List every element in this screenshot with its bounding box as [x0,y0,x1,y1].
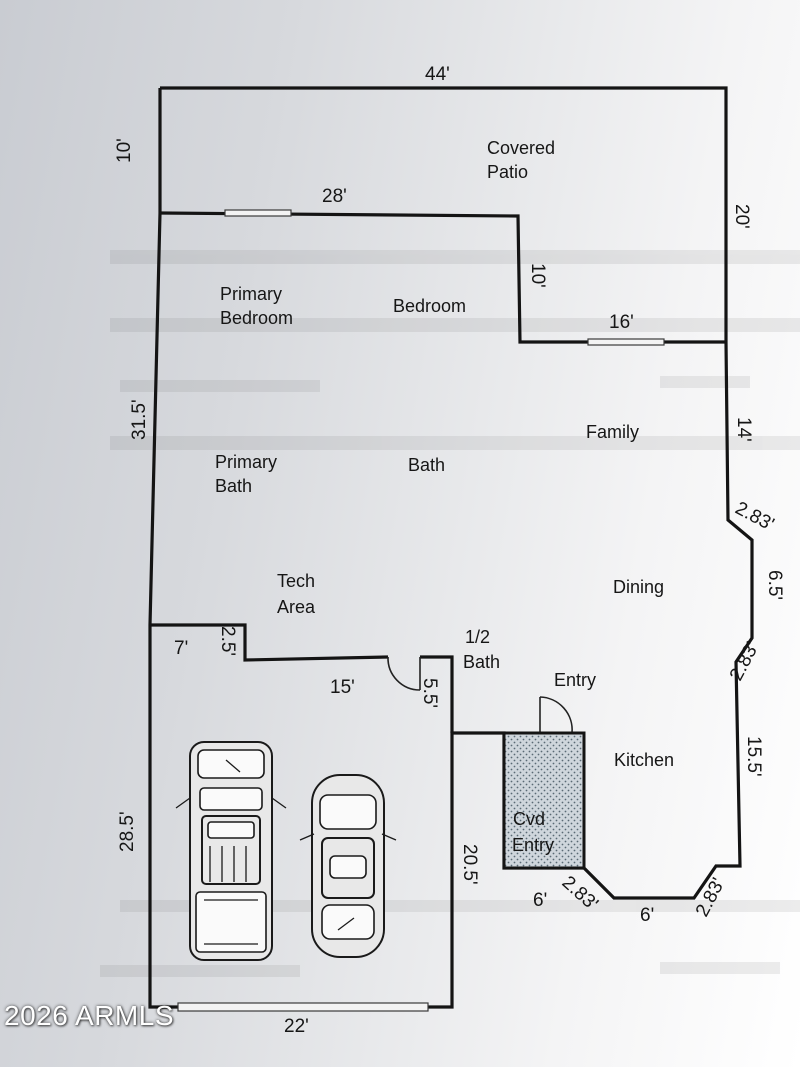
tech-area-label-2: Area [277,597,316,617]
room-labels: Covered Patio Primary Bedroom Bedroom Fa… [215,138,674,855]
dim-family-right-height: 14' [733,417,754,442]
dim-kitchen-bottom-width: 6' [640,905,654,926]
primary-bedroom-label: Primary [220,284,282,304]
dim-bedroom-step-width: 16' [609,312,634,333]
dim-garage-left-height: 28.5' [117,811,138,852]
primary-bedroom-label-2: Bedroom [220,308,293,328]
cvd-entry-label-2: Entry [512,835,554,855]
dim-patio-right-height: 20' [731,204,752,229]
dim-garage-notch-height: 5.5' [419,678,440,708]
dim-kitchen-right-height: 15.5' [743,736,764,777]
garage-door [177,1002,429,1012]
dim-garage-bottom-width: 22' [284,1016,309,1037]
copyright-watermark: 2026 ARMLS [4,1000,174,1031]
bath-label: Bath [408,455,445,475]
dim-garage-inner-width: 15' [330,677,355,698]
dim-entry-bottom-width: 6' [533,890,547,911]
kitchen-label: Kitchen [614,750,674,770]
half-bath-label: 1/2 [465,627,490,647]
patio-slider-right [587,338,665,346]
bedroom-label: Bedroom [393,296,466,316]
tech-area-label: Tech [277,571,315,591]
dim-bay-lower-diag: 2.83' [726,639,764,685]
sedan-car-icon [299,774,397,958]
cvd-entry-label: Cvd [513,809,545,829]
family-label: Family [586,422,639,442]
dim-patio-left-height: 10' [114,138,135,163]
covered-patio-label: Covered [487,138,555,158]
primary-bath-label: Primary [215,452,277,472]
dim-top-width: 44' [425,64,450,85]
garage-door-side-wall [420,655,454,733]
dim-garage-right-height: 20.5' [459,844,480,885]
covered-patio-label-2: Patio [487,162,528,182]
entry-label: Entry [554,670,596,690]
dim-tech-notch-width: 7' [174,638,188,659]
pickup-truck-icon [175,741,287,961]
dim-left-height-main: 31.5' [129,399,150,440]
garage-entry-door [387,656,421,691]
front-entry-door [539,696,573,734]
dim-kitchen-corner-diag: 2.83' [692,875,730,921]
dim-patio-inner-width: 28' [322,186,347,207]
dim-tech-notch-height: 2.5' [217,626,238,656]
covered-entry-area [502,731,586,870]
dim-bay-straight: 6.5' [764,570,785,600]
patio-slider-left [224,209,292,217]
garage-notch-wall [150,623,389,662]
dining-label: Dining [613,577,664,597]
dim-bedroom-step-height: 10' [527,263,548,288]
primary-bath-label-2: Bath [215,476,252,496]
half-bath-label-2: Bath [463,652,500,672]
